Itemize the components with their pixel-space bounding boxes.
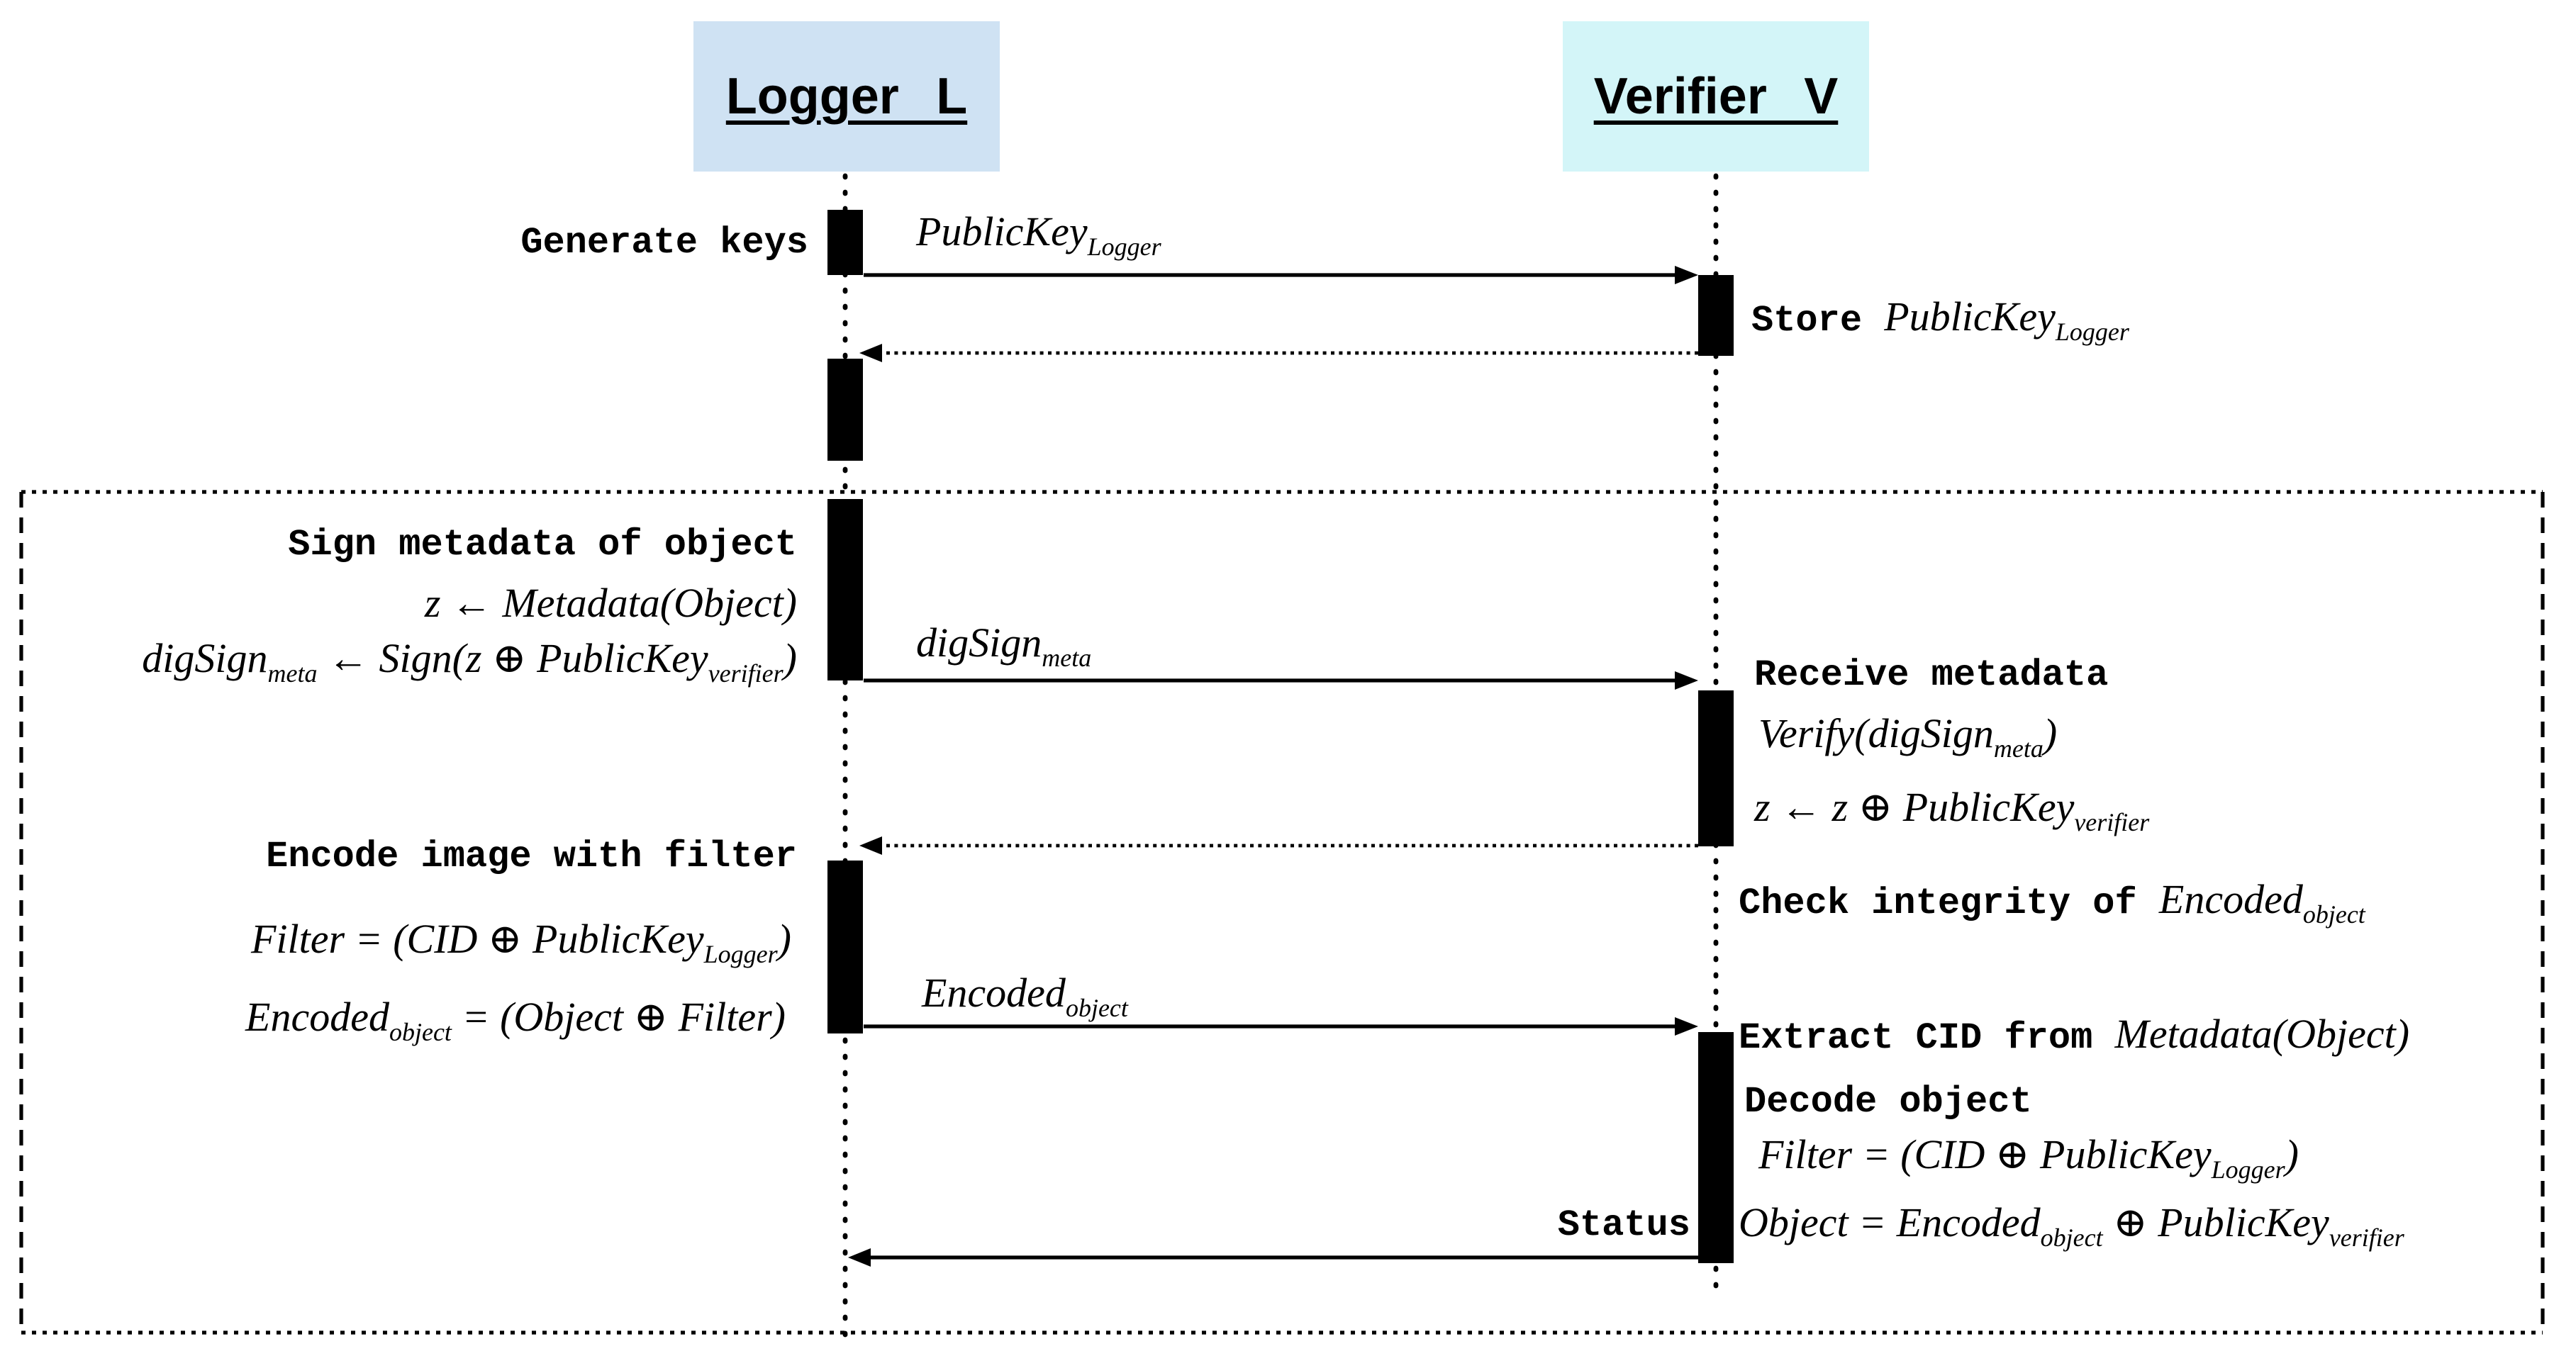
text-segment: Extract CID from bbox=[1739, 1016, 2115, 1059]
activation-bar-logger-4 bbox=[827, 861, 863, 1033]
annotation-filter-formula: Filter = (CID ⊕ PublicKeyLogger) bbox=[251, 917, 791, 968]
text-segment: Object = Encoded bbox=[1739, 1201, 2041, 1246]
text-segment: meta bbox=[1993, 734, 2043, 763]
actor-box-verifier bbox=[1563, 21, 1869, 172]
message-arrow-encoded bbox=[864, 1017, 1698, 1036]
text-segment: z ← Metadata(Object) bbox=[424, 581, 797, 627]
message-label-digsign: digSignmeta bbox=[916, 621, 1091, 672]
activation-bar-verifier-1 bbox=[1698, 275, 1734, 356]
actor-label-logger: Logger L bbox=[725, 67, 968, 125]
text-segment: Logger bbox=[2211, 1155, 2285, 1184]
activation-bar-logger-2 bbox=[827, 359, 863, 461]
text-segment: ← Sign(z ⊕ PublicKey bbox=[317, 637, 708, 682]
text-segment: Generate keys bbox=[520, 221, 808, 264]
message-label-encoded: Encodedobject bbox=[922, 971, 1128, 1022]
annotation-decode-object: Decode object bbox=[1744, 1080, 2032, 1123]
text-segment: Filter = (CID ⊕ PublicKey bbox=[1758, 1133, 2212, 1178]
text-segment: object bbox=[2302, 900, 2365, 929]
text-segment: Receive metadata bbox=[1754, 654, 2109, 696]
text-segment: verifier bbox=[708, 659, 784, 688]
text-segment: ) bbox=[2043, 712, 2058, 757]
text-segment: verifier bbox=[2329, 1223, 2404, 1252]
text-segment: object bbox=[2040, 1223, 2103, 1252]
annotation-encoded-formula: Encodedobject = (Object ⊕ Filter) bbox=[245, 995, 786, 1046]
message-arrow-status bbox=[848, 1248, 1698, 1267]
text-segment: object bbox=[389, 1018, 452, 1046]
annotation-receive-metadata: Receive metadata bbox=[1754, 654, 2109, 696]
annotation-digsign-formula: digSignmeta ← Sign(z ⊕ PublicKeyverifier… bbox=[142, 637, 797, 688]
message-arrow-publickey bbox=[864, 266, 1698, 284]
text-segment: ) bbox=[783, 637, 797, 682]
text-segment: Logger bbox=[703, 940, 778, 968]
message-label-status: Status bbox=[1557, 1204, 1690, 1246]
text-segment: Sign metadata of object bbox=[288, 523, 797, 566]
text-segment: Logger bbox=[1087, 232, 1161, 261]
text-segment: meta bbox=[267, 659, 318, 688]
message-arrow-digsign bbox=[864, 671, 1698, 690]
annotation-object-formula: Object = Encodedobject ⊕ PublicKeyverifi… bbox=[1739, 1201, 2404, 1252]
text-segment: PublicKey bbox=[916, 210, 1088, 255]
activation-bar-logger-1 bbox=[827, 210, 863, 275]
text-segment: Status bbox=[1557, 1204, 1690, 1246]
message-label-publickey: PublicKeyLogger bbox=[916, 210, 1161, 261]
activation-bar-verifier-3 bbox=[1698, 1032, 1734, 1263]
text-segment: Store bbox=[1751, 299, 1885, 342]
activation-bar-logger-3 bbox=[827, 499, 863, 680]
text-segment: Encode image with filter bbox=[266, 835, 797, 878]
text-segment: ) bbox=[777, 917, 791, 963]
annotation-store-publickey: Store PublicKeyLogger bbox=[1751, 295, 2129, 346]
annotation-check-integrity: Check integrity of Encodedobject bbox=[1739, 878, 2365, 929]
annotation-encode-image: Encode image with filter bbox=[266, 836, 797, 878]
text-segment: Encoded bbox=[922, 971, 1066, 1016]
annotation-z-xor-publickey: z ← z ⊕ PublicKeyverifier bbox=[1754, 785, 2149, 836]
text-segment: meta bbox=[1042, 644, 1092, 672]
actor-box-logger bbox=[693, 21, 1000, 172]
text-segment: = (Object ⊕ Filter) bbox=[451, 995, 786, 1041]
annotation-extract-cid: Extract CID from Metadata(Object) bbox=[1739, 1012, 2409, 1059]
text-segment: Decode object bbox=[1744, 1080, 2032, 1123]
message-arrow-ack-2 bbox=[859, 836, 1698, 855]
text-segment: verifier bbox=[2074, 808, 2150, 836]
text-segment: digSign bbox=[142, 637, 268, 682]
message-arrow-ack-1 bbox=[859, 344, 1698, 362]
text-segment: ) bbox=[2285, 1133, 2299, 1178]
text-segment: Filter = (CID ⊕ PublicKey bbox=[251, 917, 704, 963]
text-segment: z ← z ⊕ PublicKey bbox=[1754, 785, 2075, 831]
annotation-z-metadata: z ← Metadata(Object) bbox=[425, 581, 797, 627]
annotation-generate-keys: Generate keys bbox=[520, 221, 808, 264]
actor-label-verifier: Verifier V bbox=[1593, 67, 1839, 125]
activation-bar-verifier-2 bbox=[1698, 690, 1734, 846]
text-segment: Encoded bbox=[245, 995, 389, 1041]
text-segment: Verify(digSign bbox=[1758, 712, 1994, 757]
annotation-verify-digsign: Verify(digSignmeta) bbox=[1758, 712, 2057, 763]
text-segment: Encoded bbox=[2158, 878, 2303, 923]
text-segment: Check integrity of bbox=[1739, 882, 2159, 924]
text-segment: object bbox=[1065, 994, 1128, 1022]
text-segment: Metadata(Object) bbox=[2114, 1012, 2410, 1058]
annotation-sign-metadata: Sign metadata of object bbox=[288, 523, 797, 566]
text-segment: ⊕ PublicKey bbox=[2102, 1201, 2329, 1246]
text-segment: PublicKey bbox=[1884, 295, 2056, 340]
text-segment: Logger bbox=[2055, 318, 2129, 346]
annotation-filter-formula-2: Filter = (CID ⊕ PublicKeyLogger) bbox=[1758, 1133, 2299, 1184]
text-segment: digSign bbox=[916, 621, 1042, 666]
